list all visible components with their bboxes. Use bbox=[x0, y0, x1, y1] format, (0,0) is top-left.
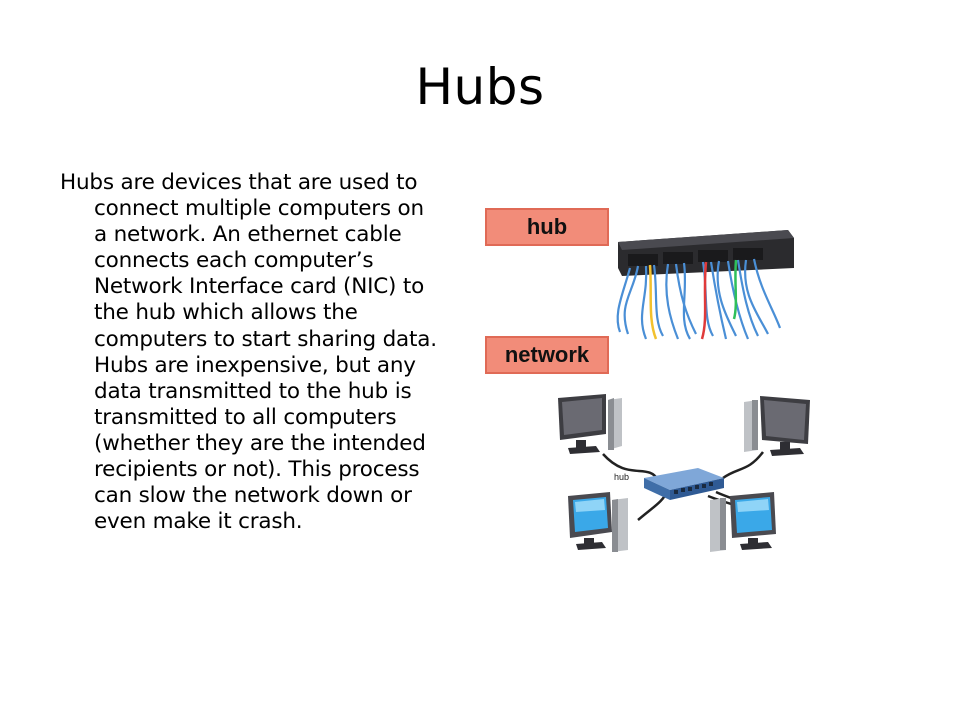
computer-top-right-icon bbox=[744, 396, 810, 456]
hub-photo-image bbox=[616, 230, 794, 340]
hub-device-icon bbox=[644, 468, 724, 500]
slide-title: Hubs bbox=[415, 58, 545, 116]
computer-bottom-right-icon bbox=[710, 492, 776, 552]
hub-label: hub bbox=[485, 208, 609, 246]
network-label: network bbox=[485, 336, 609, 374]
network-diagram: hub bbox=[558, 394, 810, 552]
hub-network-figure: hub network bbox=[478, 196, 838, 576]
ethernet-cables bbox=[616, 258, 782, 340]
diagram-hub-text: hub bbox=[614, 472, 629, 482]
slide-body-text: Hubs are devices that are used to connec… bbox=[60, 170, 437, 535]
computer-bottom-left-icon bbox=[568, 492, 628, 552]
computer-top-left-icon bbox=[558, 394, 622, 454]
